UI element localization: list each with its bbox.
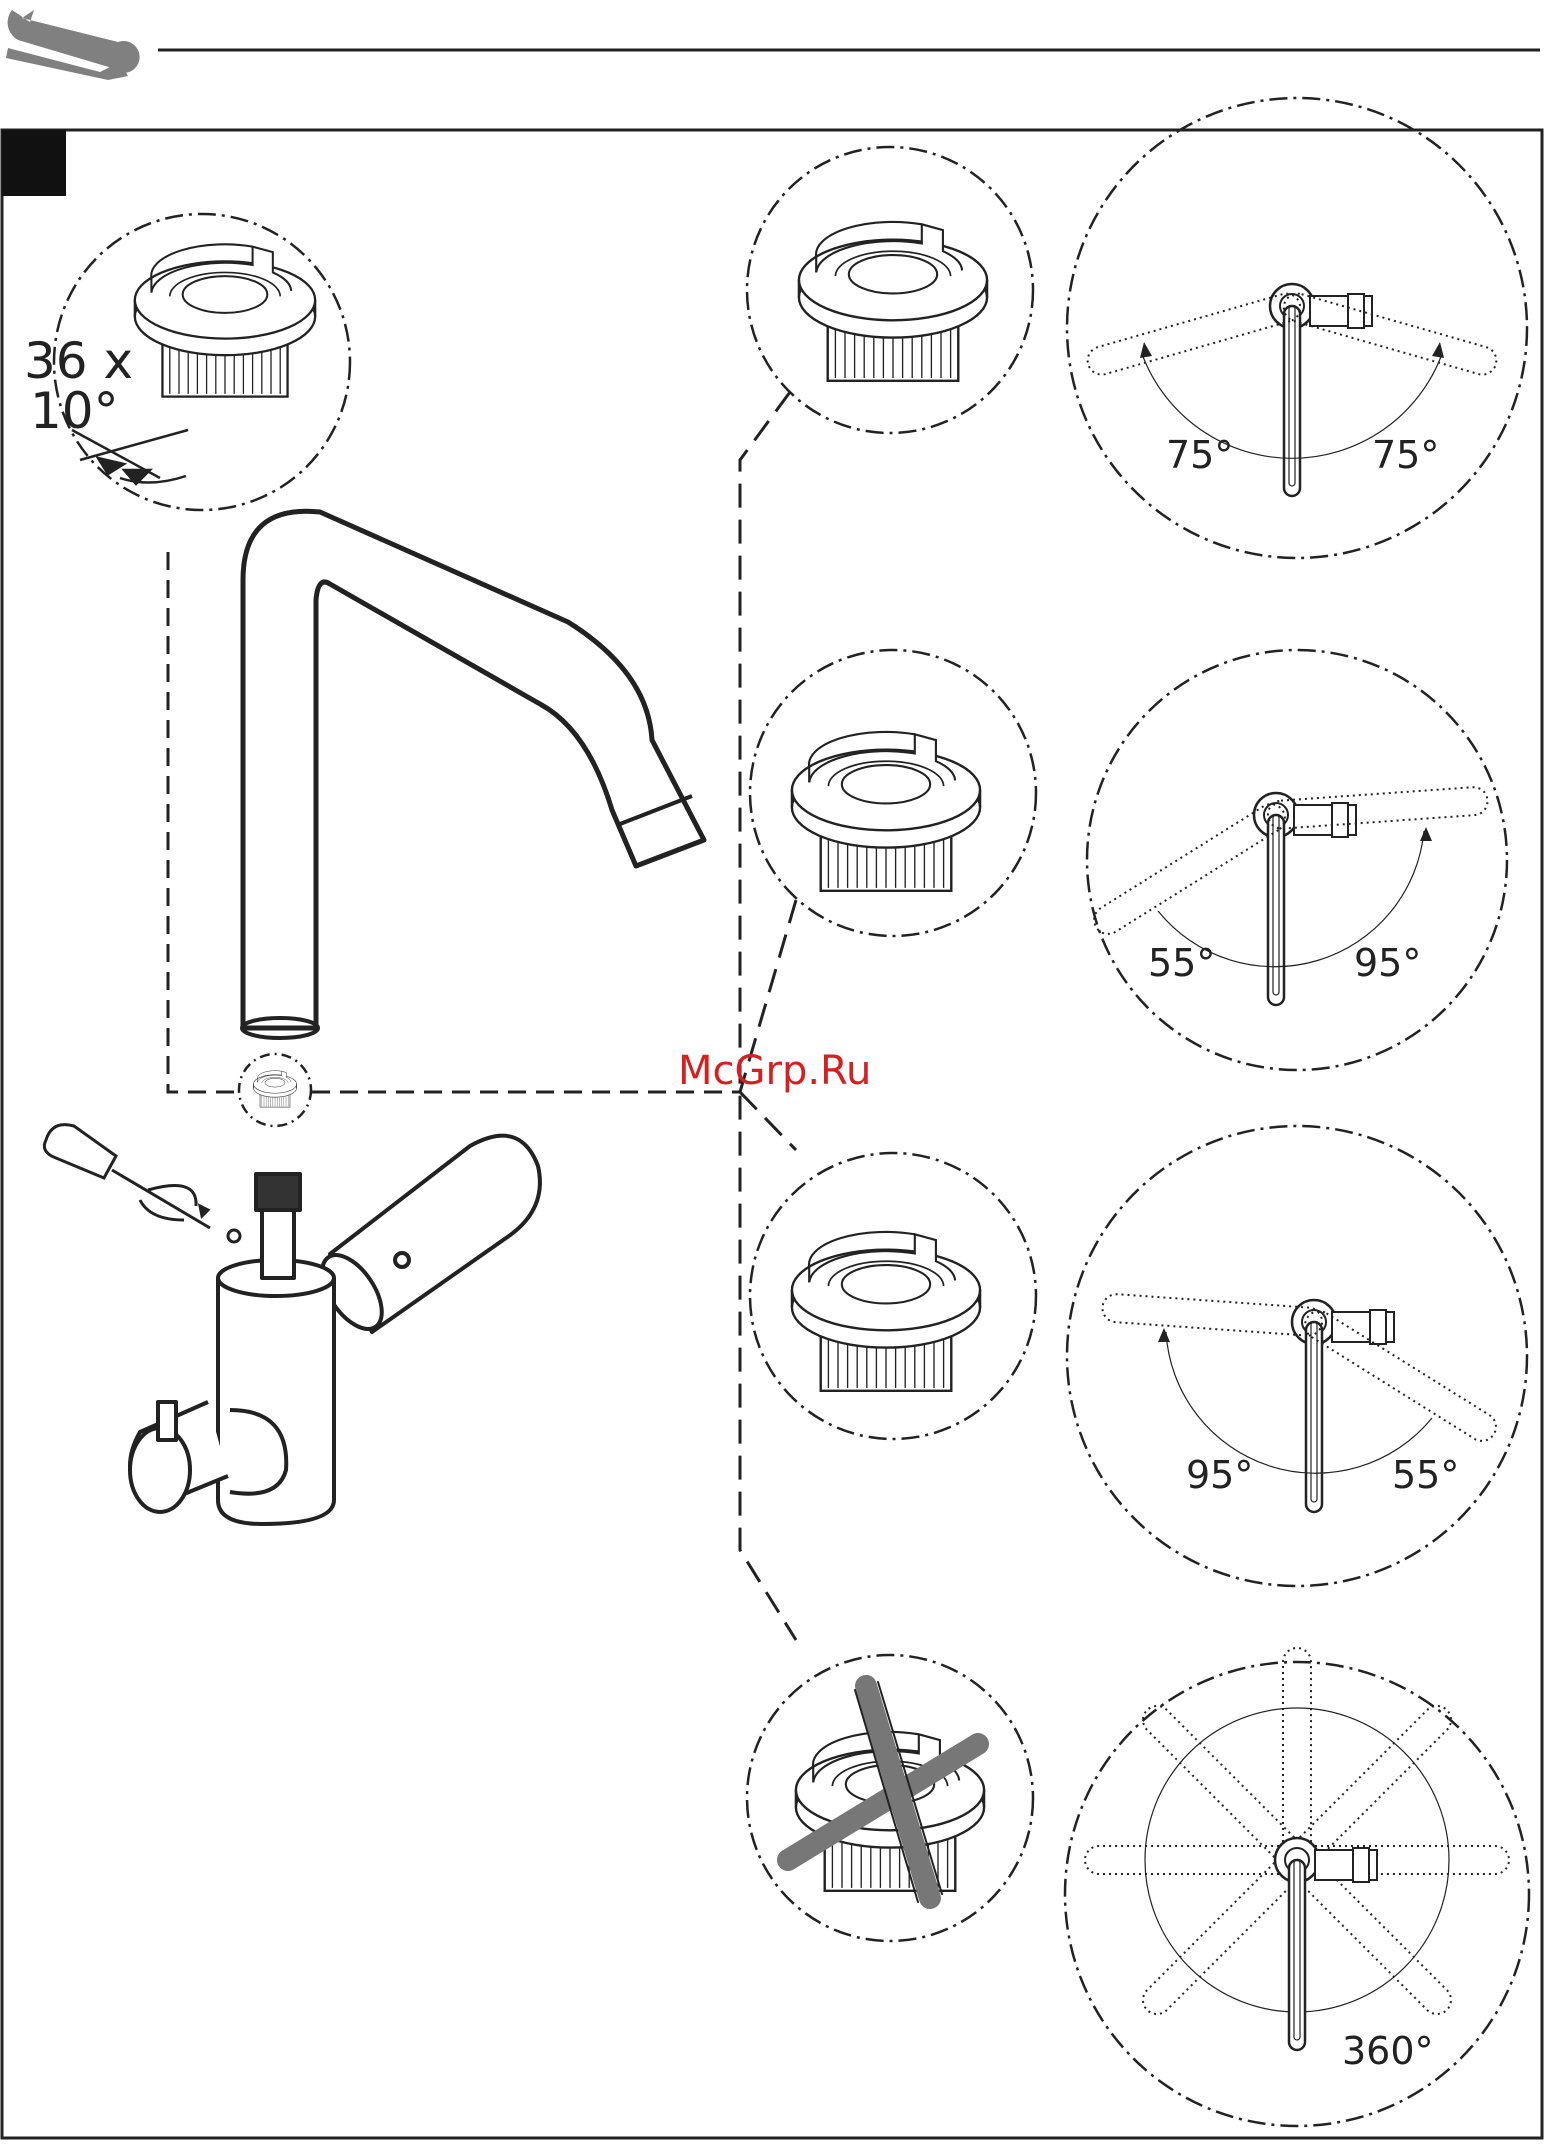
watermark: McGrp.Ru: [678, 1048, 871, 1094]
row-2-right-angle: 95°: [1354, 941, 1421, 985]
step-marker: [2, 130, 66, 196]
row-1-left-angle: 75°: [1166, 433, 1233, 477]
row-1-right-angle: 75°: [1372, 433, 1439, 477]
wrench-screwdriver-icon: [6, 10, 140, 80]
spout: [242, 511, 704, 1038]
angle-arrows: [72, 430, 188, 484]
row-2-left-angle: 55°: [1148, 941, 1215, 985]
connector-bus: [740, 392, 796, 1640]
row-2: 55° 95°: [750, 650, 1507, 1070]
detail-insert: [135, 244, 315, 396]
row-3-range-circle: [1067, 1126, 1527, 1586]
small-insert: [253, 1071, 296, 1107]
row-4: 360°: [747, 1648, 1529, 2126]
row-2-range-circle: [1087, 650, 1507, 1070]
connector-row3: [740, 1092, 796, 1150]
row-1: 75° 75°: [747, 98, 1527, 558]
tap-body: [130, 1136, 540, 1524]
row-4-center-angle: 360°: [1342, 2029, 1434, 2073]
panel-frame: [2, 130, 1542, 2138]
row-3: 95° 55°: [750, 1126, 1527, 1586]
row-3-left-angle: 95°: [1186, 1453, 1253, 1497]
row-3-right-angle: 55°: [1392, 1453, 1459, 1497]
connector-left: [168, 552, 238, 1092]
screwdriver-icon: [44, 1125, 240, 1242]
